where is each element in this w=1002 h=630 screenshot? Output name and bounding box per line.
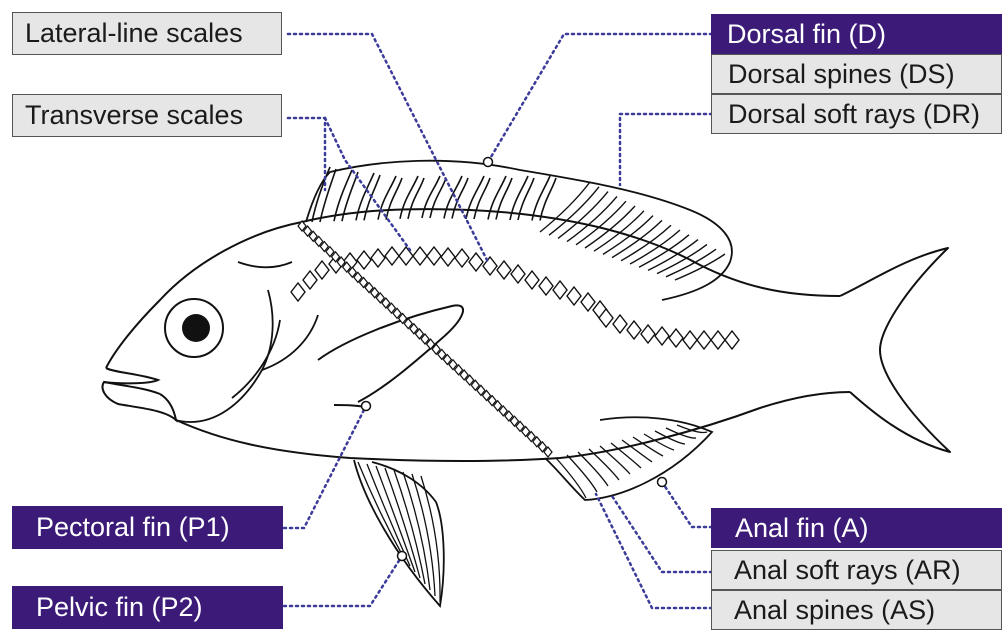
scale — [641, 325, 655, 343]
scale — [497, 261, 511, 279]
scale — [385, 247, 399, 265]
fish-eye — [165, 299, 223, 357]
dorsal-soft-ray — [558, 192, 608, 239]
pelvic-fin-shape — [354, 460, 444, 606]
dorsal-spine — [474, 178, 490, 219]
pelvic-fin-label: Pelvic fin (P2) — [12, 586, 283, 629]
anal-ray — [578, 452, 608, 486]
scale — [711, 331, 725, 349]
scale — [725, 331, 739, 349]
dorsal-soft-ray — [549, 187, 599, 235]
dorsal-spine — [540, 178, 556, 221]
anal-ray — [622, 440, 652, 462]
anal-spines-label: Anal spines (AS) — [711, 590, 1002, 630]
scale — [469, 253, 483, 271]
scale — [581, 293, 595, 311]
dorsal-soft-rays-shape — [540, 182, 725, 280]
anal-soft-rays-label: Anal soft rays (AR) — [711, 550, 1002, 590]
dorsal-spine — [452, 178, 468, 219]
leader-endpoints — [362, 158, 667, 561]
scale — [697, 331, 711, 349]
pectoral-fin-label: Pectoral fin (P1) — [12, 506, 283, 549]
scale — [553, 281, 567, 299]
dorsal-soft-rays-label: Dorsal soft rays (DR) — [711, 94, 1002, 134]
scale — [483, 257, 497, 275]
scale — [539, 277, 553, 295]
scale — [567, 287, 581, 305]
scale — [627, 321, 641, 339]
anal-ray — [589, 449, 619, 480]
dorsal-fin-label: Dorsal fin (D) — [711, 14, 1002, 54]
dorsal-spine — [408, 178, 424, 219]
dorsal-spine — [430, 178, 446, 218]
scale — [613, 315, 627, 333]
scale — [303, 271, 317, 289]
scale — [683, 331, 697, 349]
scale — [315, 261, 329, 279]
anal-fin-label: Anal fin (A) — [711, 508, 1002, 548]
dorsal-soft-ray — [675, 254, 725, 280]
leader-lines — [284, 34, 712, 608]
caudal-fin — [840, 248, 950, 452]
dorsal-spines-label: Dorsal spines (DS) — [711, 54, 1002, 94]
scale — [441, 248, 455, 266]
dorsal-spine — [320, 169, 336, 222]
fish-body — [106, 209, 950, 461]
scale — [525, 271, 539, 289]
fish-mouth — [103, 368, 176, 420]
scale — [655, 327, 669, 345]
transverse-scales-label: Transverse scales — [12, 94, 282, 137]
scale — [357, 251, 371, 269]
scale — [413, 247, 427, 265]
pelvic-ray — [358, 462, 405, 560]
scale — [427, 247, 441, 265]
scale — [669, 329, 683, 347]
scale — [511, 265, 525, 283]
pelvic-fin-rays — [358, 462, 440, 602]
scale — [455, 249, 469, 267]
scale — [291, 283, 305, 301]
lateral-line-scales-label: Lateral-line scales — [12, 12, 282, 55]
dorsal-soft-ray — [540, 182, 590, 232]
anal-ray — [556, 458, 586, 498]
dorsal-spine — [386, 178, 402, 220]
scale — [371, 249, 385, 267]
anal-fin-rays — [556, 425, 707, 498]
